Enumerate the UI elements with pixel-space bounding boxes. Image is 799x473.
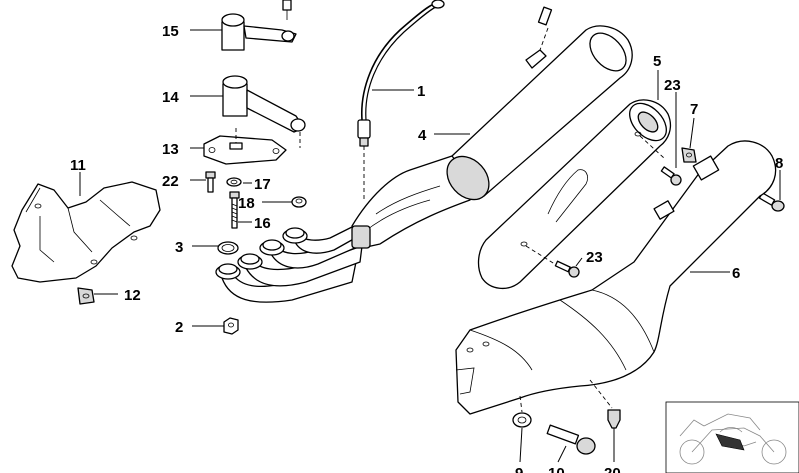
header-flange-4 bbox=[282, 227, 308, 244]
header-flange-3 bbox=[259, 239, 285, 256]
callout-14: 14 bbox=[162, 89, 179, 106]
callout-18: 18 bbox=[238, 195, 255, 212]
callout-11: 11 bbox=[70, 157, 86, 174]
callout-2: 2 bbox=[175, 319, 183, 336]
part-4-silencer bbox=[351, 6, 633, 249]
exhaust-header-pipes bbox=[215, 221, 367, 303]
callout-23-upper: 23 bbox=[664, 77, 681, 94]
part-7-clip-nut bbox=[681, 147, 697, 163]
callout-5: 5 bbox=[653, 53, 661, 70]
part-10-bolt bbox=[546, 424, 596, 455]
motorcycle-thumbnail bbox=[665, 401, 799, 473]
callout-10: 10 bbox=[548, 465, 565, 473]
callout-15: 15 bbox=[162, 23, 179, 40]
callout-6: 6 bbox=[732, 265, 740, 282]
callout-13: 13 bbox=[162, 141, 179, 158]
part-1-sensor-cable bbox=[357, 0, 445, 200]
part-2-nut bbox=[223, 317, 239, 335]
part-17-washer bbox=[226, 177, 242, 187]
part-5-end-silencer bbox=[477, 99, 672, 289]
part-12-clip-nut bbox=[77, 287, 95, 305]
leader-lines bbox=[79, 29, 781, 463]
callout-17: 17 bbox=[254, 176, 271, 193]
part-18-bushing bbox=[291, 196, 307, 208]
part-16-bolt bbox=[229, 191, 240, 229]
callout-16: 16 bbox=[254, 215, 271, 232]
callout-20: 20 bbox=[604, 465, 621, 473]
callout-12: 12 bbox=[124, 287, 141, 304]
header-flange-1 bbox=[215, 263, 241, 280]
callout-22: 22 bbox=[162, 173, 179, 190]
part-3-gasket bbox=[217, 241, 239, 255]
callout-7: 7 bbox=[690, 101, 698, 118]
header-flange-2 bbox=[237, 253, 263, 270]
part-20-clip bbox=[607, 409, 621, 429]
callout-4: 4 bbox=[418, 127, 427, 144]
callout-9: 9 bbox=[515, 465, 523, 473]
callout-labels: 15 14 13 22 17 16 18 11 3 12 2 1 4 5 23 … bbox=[70, 23, 783, 473]
callout-8: 8 bbox=[775, 155, 783, 172]
part-11-heat-shield bbox=[11, 181, 161, 283]
part-15-bracket bbox=[221, 0, 297, 51]
part-6-cover bbox=[455, 140, 777, 415]
callout-1: 1 bbox=[417, 83, 425, 100]
part-9-washer bbox=[512, 412, 532, 428]
part-13-plate bbox=[203, 128, 287, 165]
part-23-screw-upper bbox=[660, 166, 682, 186]
callout-3: 3 bbox=[175, 239, 183, 256]
part-14-bracket bbox=[222, 75, 306, 148]
callout-23-lower: 23 bbox=[586, 249, 603, 266]
part-23-screw-lower bbox=[554, 260, 580, 278]
part-22-bolt bbox=[205, 171, 216, 193]
